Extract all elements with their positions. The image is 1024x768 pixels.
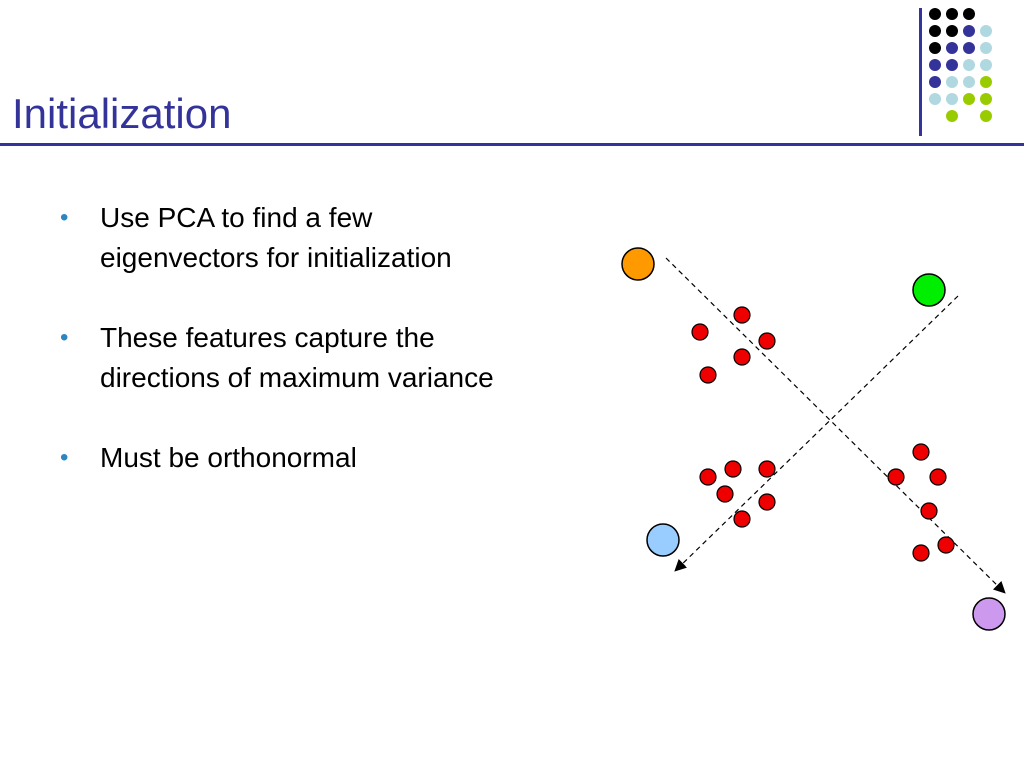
orange-center-point — [621, 247, 655, 281]
decorative-dot — [963, 59, 975, 71]
decorative-dot — [946, 93, 958, 105]
decorative-dot — [929, 59, 941, 71]
cluster-bottom-left — [699, 460, 776, 528]
data-point — [733, 306, 751, 324]
decorative-dot — [929, 25, 941, 37]
slide-title: Initialization — [12, 90, 232, 138]
bullet-text: Use PCA to find a few eigenvectors for i… — [100, 202, 452, 273]
principal-axis-line — [665, 257, 1006, 594]
data-point — [733, 348, 751, 366]
data-point — [699, 468, 717, 486]
decorative-dot-grid — [929, 8, 992, 122]
decorative-dot — [963, 93, 975, 105]
decorative-dot — [963, 8, 975, 20]
decorative-dot — [929, 42, 941, 54]
decorative-dot — [929, 76, 941, 88]
lavender-center-point — [972, 597, 1006, 631]
bullet-item: • Must be orthonormal — [60, 438, 520, 478]
secondary-axis-line — [674, 295, 959, 572]
decorative-dot — [946, 8, 958, 20]
bullet-list: • Use PCA to find a few eigenvectors for… — [60, 198, 520, 518]
data-point — [912, 443, 930, 461]
decorative-dot — [980, 76, 992, 88]
data-point — [758, 332, 776, 350]
decorative-dot — [963, 25, 975, 37]
cluster-top-left — [691, 306, 776, 384]
decorative-dot — [980, 59, 992, 71]
decorative-dot — [929, 8, 941, 20]
lightblue-center-point — [646, 523, 680, 557]
data-point — [699, 366, 717, 384]
data-point — [691, 323, 709, 341]
title-underline — [0, 143, 1024, 146]
data-point — [920, 502, 938, 520]
data-point — [733, 510, 751, 528]
decorative-dot — [946, 76, 958, 88]
data-point — [758, 493, 776, 511]
decorative-dot — [946, 110, 958, 122]
bullet-icon: • — [60, 204, 69, 231]
data-point — [716, 485, 734, 503]
data-point — [887, 468, 905, 486]
decorative-dot — [963, 42, 975, 54]
bullet-text: These features capture the directions of… — [100, 322, 494, 393]
decorative-dot — [946, 59, 958, 71]
decorative-dot — [963, 76, 975, 88]
decorative-dot — [980, 93, 992, 105]
green-center-point — [912, 273, 946, 307]
cluster-bottom-right — [887, 443, 955, 562]
data-point — [937, 536, 955, 554]
bullet-item: • These features capture the directions … — [60, 318, 520, 398]
decorative-dot — [929, 93, 941, 105]
bullet-icon: • — [60, 324, 69, 351]
data-point — [724, 460, 742, 478]
data-point — [929, 468, 947, 486]
decorative-dot — [946, 25, 958, 37]
bullet-text: Must be orthonormal — [100, 442, 357, 473]
decorative-dot — [980, 110, 992, 122]
bullet-item: • Use PCA to find a few eigenvectors for… — [60, 198, 520, 278]
decorative-dot — [980, 25, 992, 37]
bullet-icon: • — [60, 444, 69, 471]
vertical-divider — [919, 8, 922, 136]
data-point — [912, 544, 930, 562]
data-point — [758, 460, 776, 478]
decorative-dot — [946, 42, 958, 54]
decorative-dot — [980, 42, 992, 54]
